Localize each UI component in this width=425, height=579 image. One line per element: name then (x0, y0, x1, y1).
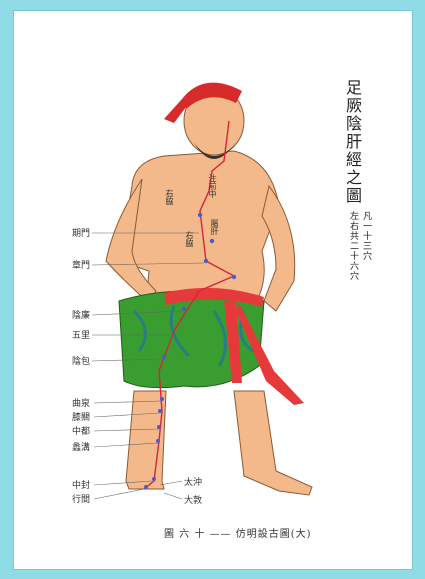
chart-title: 足厥陰肝經之圖 (340, 79, 364, 205)
label-ligou: 蠡溝 (72, 440, 90, 453)
label-zhongdu: 中都 (72, 424, 90, 437)
acupoint (182, 307, 186, 311)
acupoint (156, 439, 160, 443)
label-center-upper: 注前中 (207, 174, 218, 198)
acupoint (144, 485, 148, 489)
acupoint (198, 213, 202, 217)
label-yinlian: 陰廉 (72, 308, 90, 321)
illustration-sheet: 足厥陰肝經之圖 凡一十三穴 左右共二十六穴 右脇 注前中 右脇 屬肝 期門 章門… (13, 10, 413, 570)
point-count-note: 凡一十三穴 (360, 211, 373, 261)
label-belongs-liver: 屬肝 (209, 219, 220, 235)
left-leg (126, 391, 166, 489)
label-ququan: 曲泉 (72, 396, 90, 409)
acupoint (152, 477, 156, 481)
right-leg (234, 391, 312, 495)
acupoint (210, 239, 214, 243)
label-wuli: 五里 (72, 328, 90, 341)
label-zhangmen: 章門 (72, 258, 90, 271)
label-right-rib-lower: 右脇 (184, 231, 195, 247)
acupoint (162, 355, 166, 359)
acupoint (232, 275, 236, 279)
label-taichong: 太沖 (184, 475, 202, 488)
total-points-note: 左右共二十六穴 (347, 211, 360, 281)
figure-caption: 圖 六 十 —— 仿明設古圖(大) (164, 525, 312, 540)
label-xingjian: 行間 (72, 492, 90, 505)
acupoint (158, 409, 162, 413)
label-yinbao: 陰包 (72, 354, 90, 367)
label-xiguan: 膝關 (72, 410, 90, 423)
acupoint (157, 425, 161, 429)
acupoint (160, 397, 164, 401)
acupoint (204, 259, 208, 263)
label-qimen: 期門 (72, 226, 90, 239)
label-right-rib-upper: 右脇 (164, 189, 175, 205)
label-zhongfeng: 中封 (72, 478, 90, 491)
label-dadun: 大敦 (184, 493, 202, 506)
left-arm (262, 186, 295, 311)
head-wrap-tail (164, 99, 186, 123)
